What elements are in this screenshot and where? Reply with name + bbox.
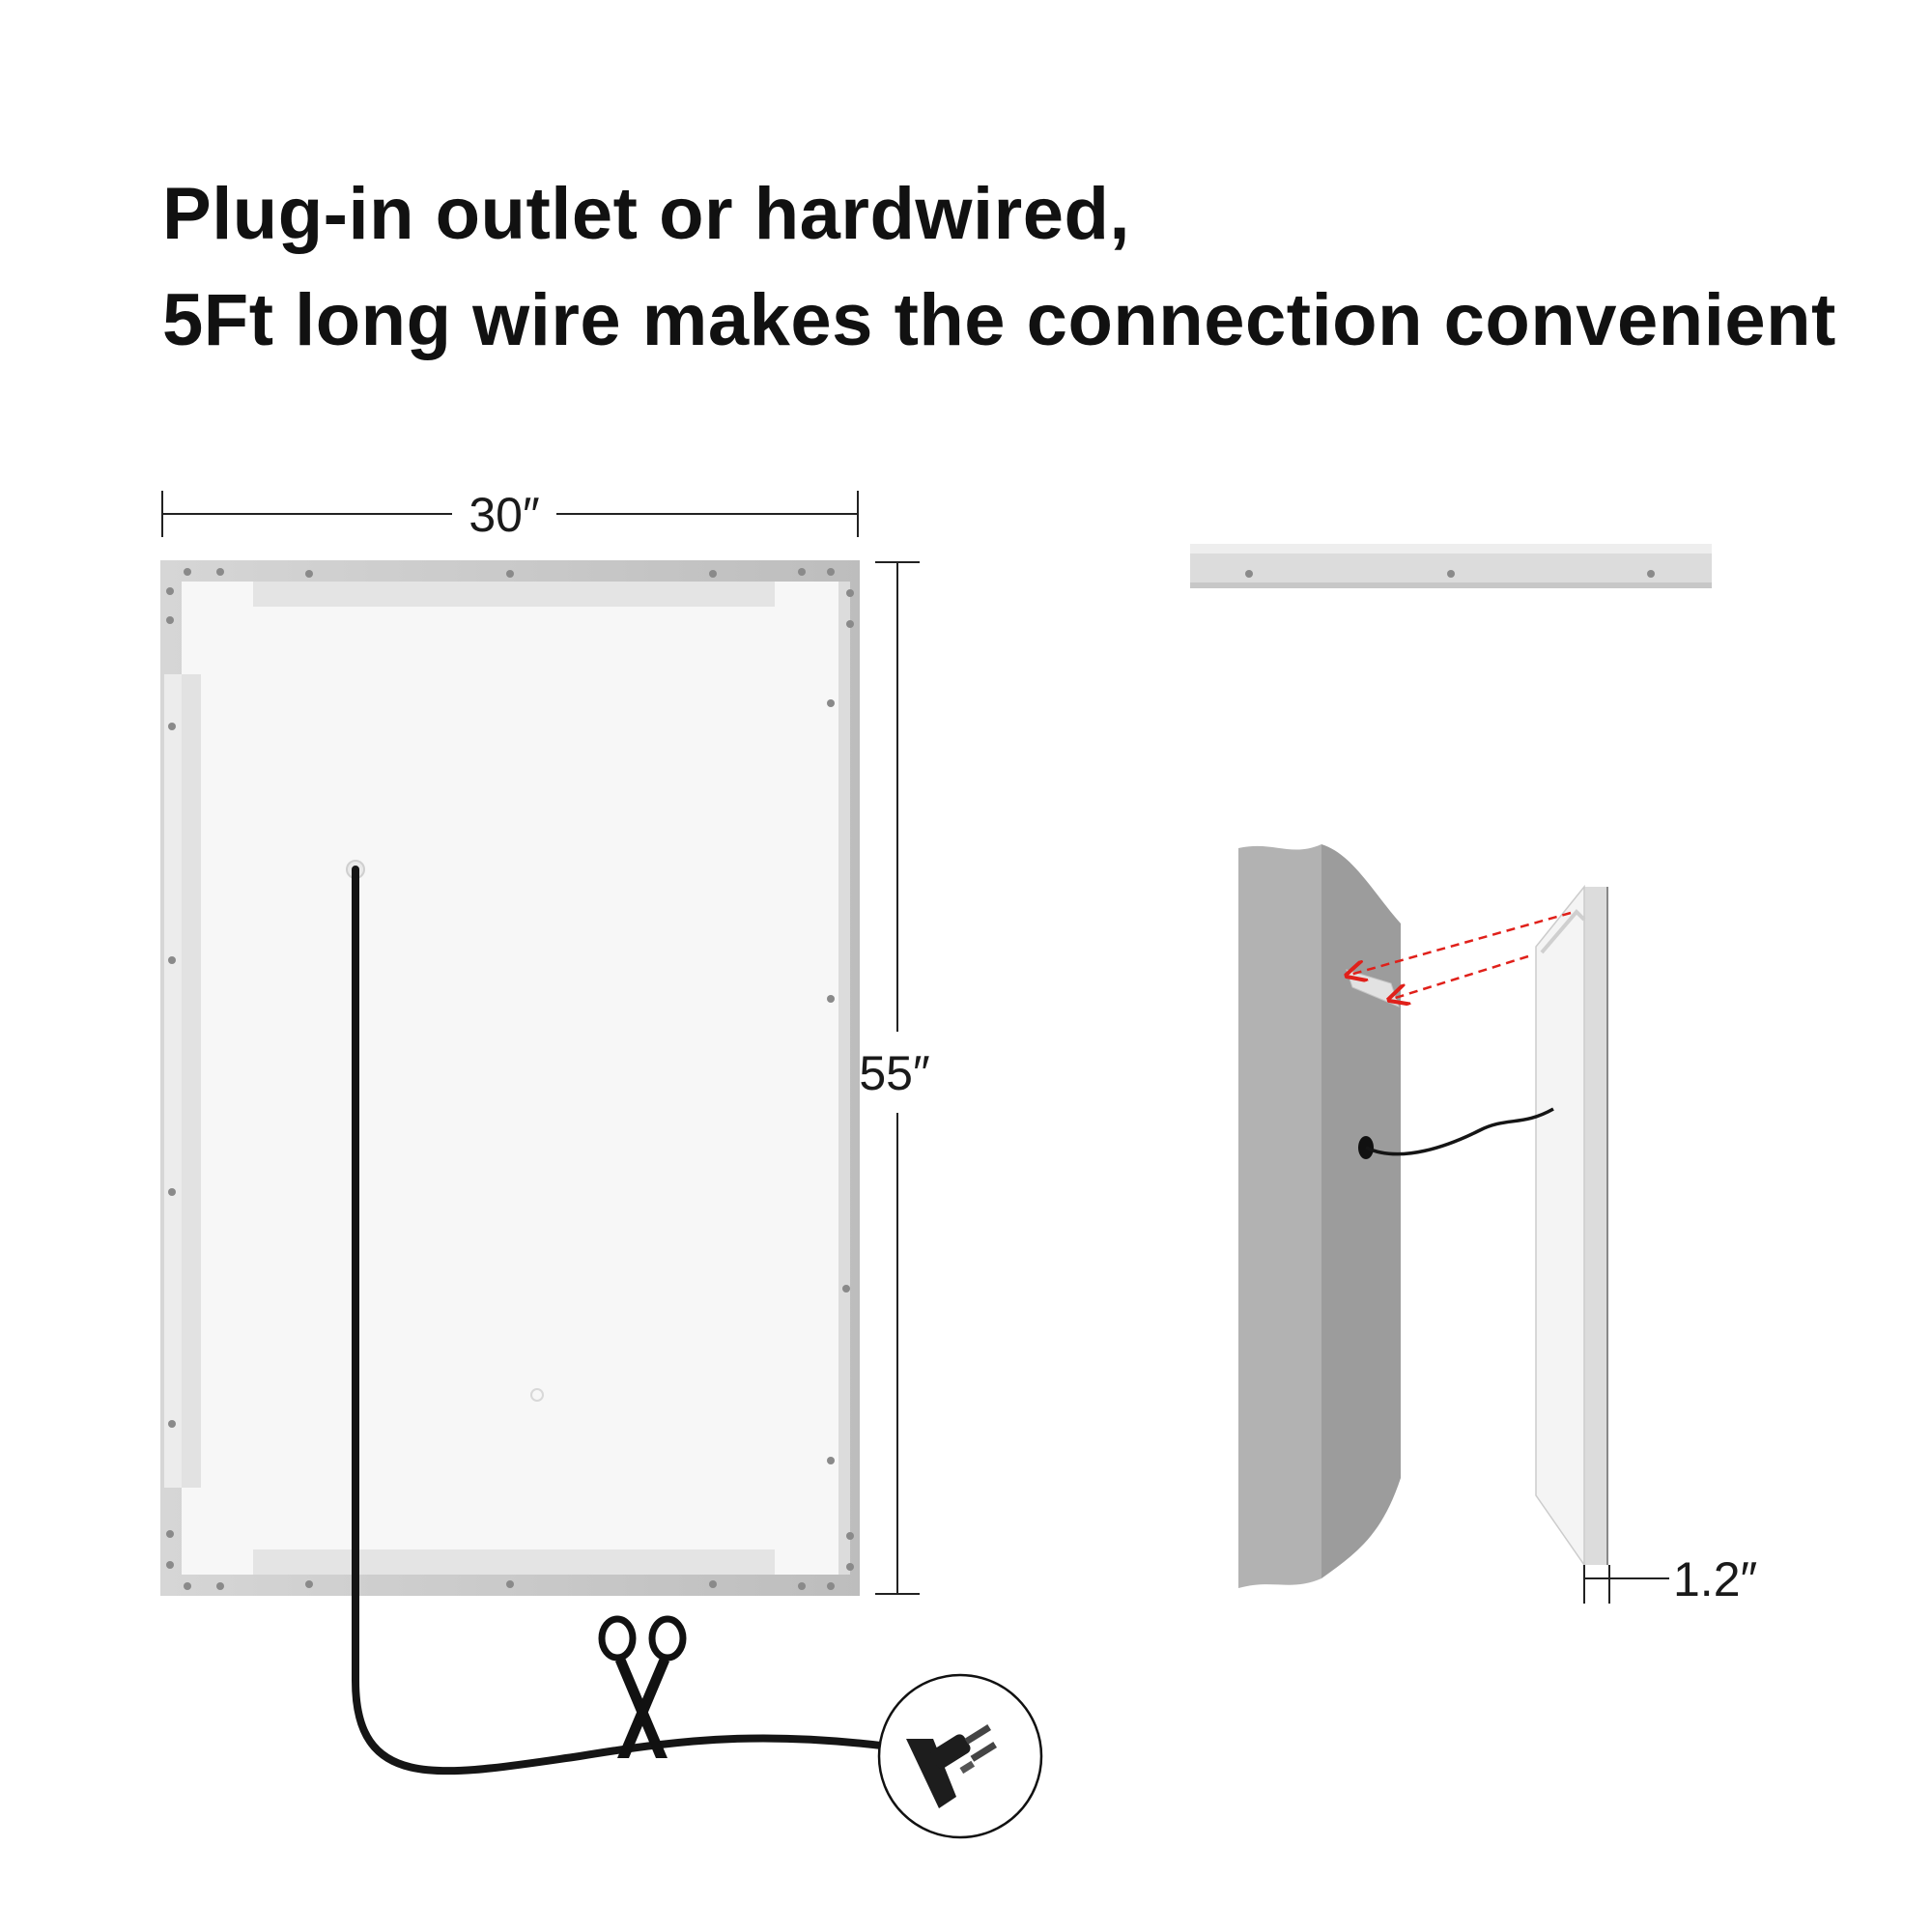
height-label: 55″ xyxy=(859,1046,929,1100)
width-label: 30″ xyxy=(469,488,539,542)
plug-icon xyxy=(877,1673,1043,1839)
wall-section xyxy=(1238,844,1401,1588)
scissors-icon xyxy=(598,1615,687,1758)
mirror-back-view xyxy=(160,560,860,1596)
mirror-side-view xyxy=(1365,884,1608,1568)
alignment-arrows xyxy=(1347,911,1572,1000)
depth-label: 1.2″ xyxy=(1673,1552,1757,1606)
height-dimension: 55″ xyxy=(859,561,930,1595)
depth-dimension: 1.2″ xyxy=(1583,1552,1757,1606)
width-dimension: 30″ xyxy=(161,488,859,542)
mounting-bracket xyxy=(1190,544,1712,588)
power-cord xyxy=(352,866,922,1776)
headline-line-2: 5Ft long wire makes the connection conve… xyxy=(162,279,1836,361)
headline-line-1: Plug-in outlet or hardwired, xyxy=(162,173,1130,255)
